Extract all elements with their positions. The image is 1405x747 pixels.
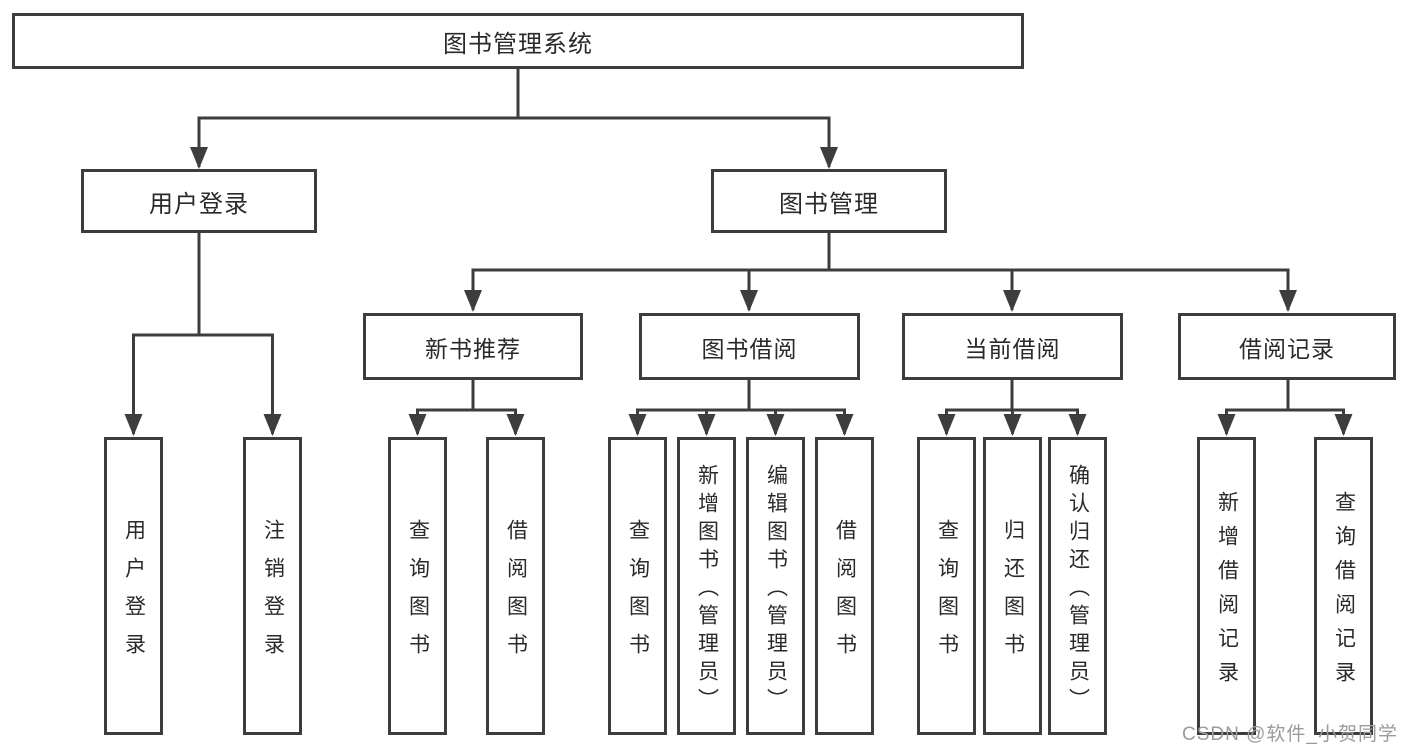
node-user-login: 用户登录 bbox=[81, 169, 317, 233]
leaf-user-login-label: 用户登录 bbox=[122, 518, 146, 671]
leaf-logout: 注销登录 bbox=[243, 437, 302, 735]
leaf-add-borrow-record: 新增借阅记录 bbox=[1197, 437, 1256, 735]
node-new-book-recommend: 新书推荐 bbox=[363, 313, 583, 380]
leaf-borrow-books-recommend-label: 借阅图书 bbox=[504, 518, 528, 671]
watermark: CSDN @软件_小贺同学 bbox=[1182, 724, 1398, 745]
node-current-borrowing-label: 当前借阅 bbox=[964, 335, 1061, 362]
leaf-query-borrow-record-label: 查询借阅记录 bbox=[1332, 490, 1356, 695]
leaf-borrow-books-borrowing-label: 借阅图书 bbox=[833, 518, 857, 671]
node-user-login-label: 用户登录 bbox=[149, 190, 249, 218]
leaf-query-books-borrowing: 查询图书 bbox=[608, 437, 667, 735]
leaf-add-books-admin-label: 新增图书（管理员） bbox=[695, 463, 719, 716]
leaf-borrow-books-borrowing: 借阅图书 bbox=[815, 437, 874, 735]
node-book-borrowing: 图书借阅 bbox=[639, 313, 860, 380]
leaf-query-books-current-label: 查询图书 bbox=[935, 518, 959, 671]
node-new-book-recommend-label: 新书推荐 bbox=[425, 335, 521, 362]
leaf-add-borrow-record-label: 新增借阅记录 bbox=[1215, 490, 1239, 695]
leaf-return-books: 归还图书 bbox=[983, 437, 1042, 735]
leaf-query-borrow-record: 查询借阅记录 bbox=[1314, 437, 1373, 735]
leaf-return-books-label: 归还图书 bbox=[1001, 518, 1025, 671]
leaf-edit-books-admin: 编辑图书（管理员） bbox=[746, 437, 805, 735]
leaf-confirm-return-admin: 确认归还（管理员） bbox=[1048, 437, 1107, 735]
leaf-edit-books-admin-label: 编辑图书（管理员） bbox=[764, 463, 788, 716]
node-current-borrowing: 当前借阅 bbox=[902, 313, 1123, 380]
root-system-label: 图书管理系统 bbox=[443, 30, 593, 58]
leaf-confirm-return-admin-label: 确认归还（管理员） bbox=[1066, 463, 1090, 716]
leaf-query-books-recommend-label: 查询图书 bbox=[406, 518, 430, 671]
leaf-borrow-books-recommend: 借阅图书 bbox=[486, 437, 545, 735]
node-book-borrowing-label: 图书借阅 bbox=[701, 335, 798, 362]
node-borrowing-records: 借阅记录 bbox=[1178, 313, 1396, 380]
leaf-query-books-borrowing-label: 查询图书 bbox=[626, 518, 650, 671]
node-book-management-label: 图书管理 bbox=[779, 190, 879, 218]
root-system-box: 图书管理系统 bbox=[12, 13, 1024, 69]
leaf-user-login: 用户登录 bbox=[104, 437, 163, 735]
leaf-logout-label: 注销登录 bbox=[261, 518, 285, 671]
node-borrowing-records-label: 借阅记录 bbox=[1239, 335, 1335, 362]
leaf-query-books-current: 查询图书 bbox=[917, 437, 976, 735]
leaf-add-books-admin: 新增图书（管理员） bbox=[677, 437, 736, 735]
leaf-query-books-recommend: 查询图书 bbox=[388, 437, 447, 735]
node-book-management: 图书管理 bbox=[711, 169, 947, 233]
